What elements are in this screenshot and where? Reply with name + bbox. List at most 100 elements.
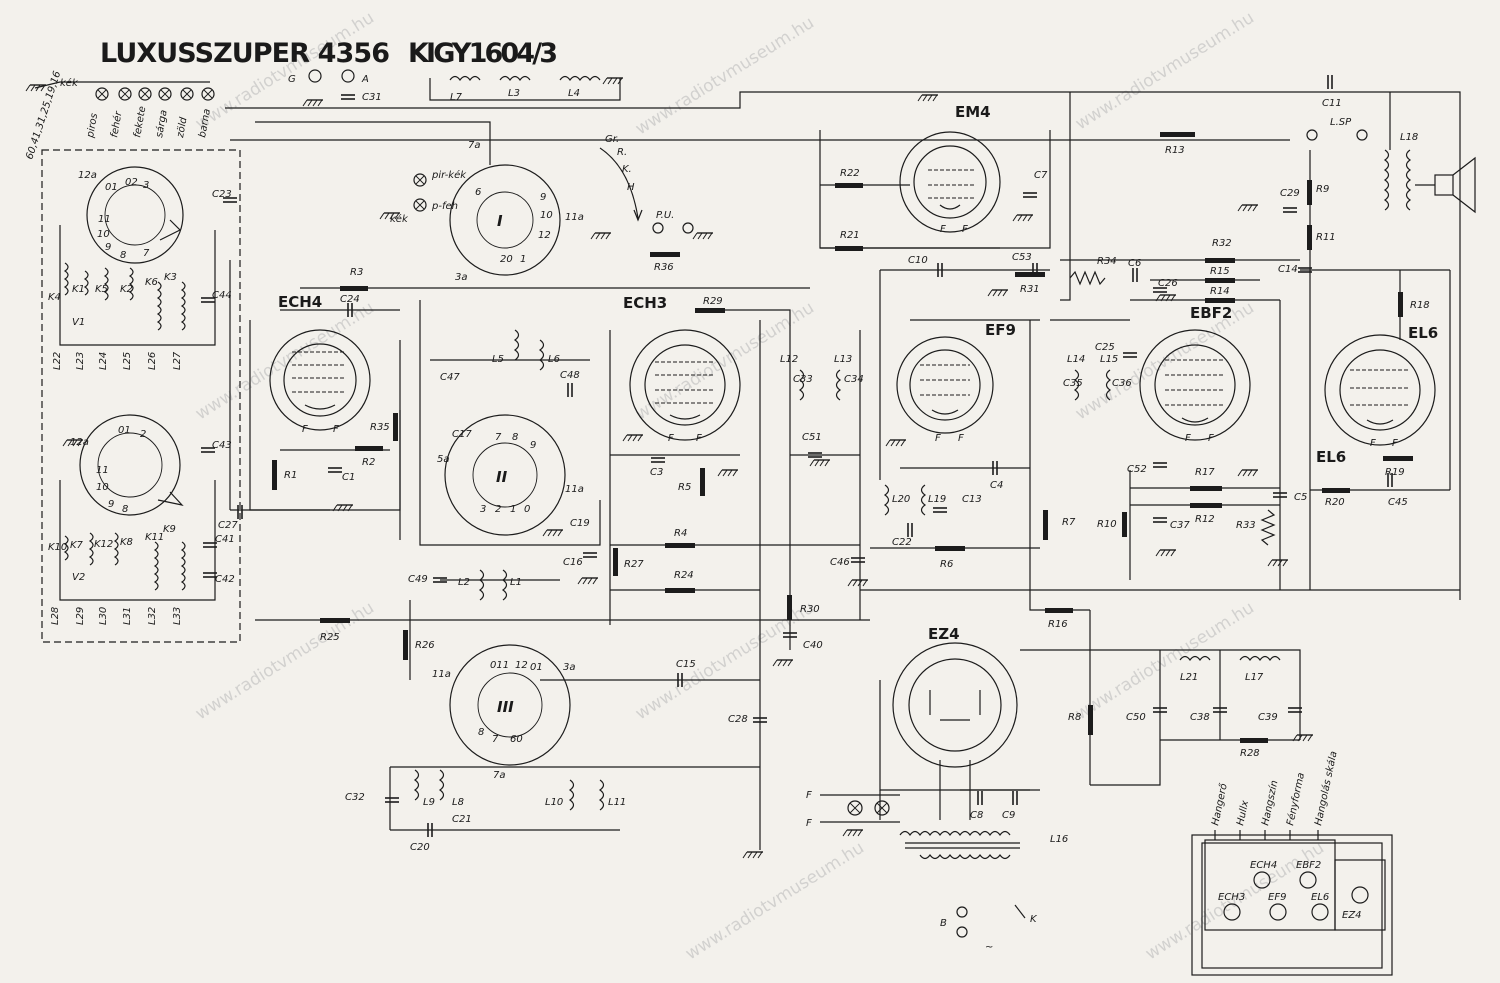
svg-text:F: F [940, 224, 946, 235]
svg-text:01: 01 [118, 425, 131, 436]
svg-text:K: K [1030, 914, 1038, 925]
component-label: C37 [1170, 520, 1190, 531]
component-label: R5 [678, 482, 691, 493]
component-label: L23 [75, 352, 86, 370]
dial-lamps [34, 81, 215, 101]
svg-text:11a: 11a [565, 212, 584, 223]
svg-text:Fényforma: Fényforma [1284, 772, 1307, 827]
component-label: R9 [1316, 184, 1329, 195]
svg-text:EZ4: EZ4 [1342, 910, 1362, 921]
component-label: R1 [284, 470, 297, 481]
component-label: L26 [147, 352, 158, 370]
svg-text:2: 2 [495, 504, 501, 515]
component-label: R21 [840, 230, 860, 241]
component-label: C23 [212, 189, 232, 200]
svg-text:12a: 12a [78, 170, 97, 181]
wiring [59, 78, 1461, 850]
component-label: C13 [962, 494, 982, 505]
svg-text:III: III [497, 698, 514, 716]
component-label: K3 [164, 272, 177, 283]
component-label: L20 [892, 494, 910, 505]
title-code: KIGY1604/3 [408, 38, 558, 69]
svg-text:F: F [1392, 438, 1398, 449]
svg-text:9: 9 [108, 499, 114, 510]
component-label: C51 [802, 432, 822, 443]
svg-text:pir-kék: pir-kék [431, 169, 467, 181]
svg-text:10: 10 [96, 482, 109, 493]
component-label: R12 [1195, 514, 1215, 525]
component-label: L9 [423, 797, 435, 808]
component-label: C53 [1012, 252, 1032, 263]
svg-text:3: 3 [480, 504, 486, 515]
component-label: C9 [1002, 810, 1015, 821]
svg-text:barna: barna [197, 108, 213, 139]
svg-text:60: 60 [510, 734, 523, 745]
component-label: C40 [803, 640, 823, 651]
svg-text:8: 8 [120, 250, 126, 261]
component-label: C29 [1280, 188, 1300, 199]
svg-text:kék: kék [60, 77, 79, 89]
component-label: C47 [440, 372, 460, 383]
component-label: C35 [1063, 378, 1083, 389]
component-label: R10 [1097, 519, 1117, 530]
component-label: R25 [320, 632, 340, 643]
component-label: L6 [548, 354, 560, 365]
component-label: R32 [1212, 238, 1232, 249]
component-label: R3 [350, 267, 363, 278]
component-label: C4 [990, 480, 1003, 491]
svg-text:12a: 12a [70, 437, 89, 448]
svg-text:II: II [496, 468, 508, 486]
component-label: L8 [452, 797, 464, 808]
component-label: C8 [970, 810, 983, 821]
component-label: C28 [728, 714, 748, 725]
component-label: L33 [172, 607, 183, 625]
component-label: R13 [1165, 145, 1185, 156]
svg-text:fehér: fehér [108, 110, 125, 139]
watermark: www.radiotvmuseum.hu [1072, 598, 1258, 724]
component-label: R33 [1236, 520, 1256, 531]
svg-text:Gr.: Gr. [605, 134, 619, 145]
tube-label-em4: EM4 [955, 103, 991, 121]
svg-text:1: 1 [510, 504, 516, 515]
component-label: K8 [120, 537, 133, 548]
component-label: C32 [345, 792, 365, 803]
svg-text:Hullx: Hullx [1235, 799, 1251, 826]
component-label: L29 [75, 607, 86, 625]
svg-text:12: 12 [515, 660, 528, 671]
component-label: K2 [120, 284, 133, 295]
tube-label-ech4: ECH4 [278, 293, 322, 311]
svg-text:Hangerő: Hangerő [1209, 781, 1230, 826]
svg-text:7: 7 [492, 734, 499, 745]
component-label: C21 [452, 814, 472, 825]
svg-text:20: 20 [500, 254, 513, 265]
component-label: L17 [1245, 672, 1264, 683]
svg-text:H: H [627, 182, 635, 193]
svg-text:EBF2: EBF2 [1296, 860, 1321, 871]
component-label: R4 [674, 528, 687, 539]
svg-text:F: F [806, 790, 812, 801]
loudspeaker [1415, 156, 1476, 214]
component-label: C34 [844, 374, 864, 385]
component-label: C31 [362, 92, 382, 103]
tube-ez4: EZ4 [892, 625, 1018, 768]
component-label: L5 [492, 354, 504, 365]
terminals: G A P.U. L.SP F F B K ~ [288, 69, 1368, 953]
component-label: C36 [1112, 378, 1132, 389]
svg-text:A: A [361, 74, 369, 85]
component-label: L12 [780, 354, 798, 365]
component-label: C14 [1278, 264, 1298, 275]
svg-text:3a: 3a [455, 272, 468, 283]
component-label: C16 [563, 557, 583, 568]
component-label: L18 [1400, 132, 1418, 143]
tube-label-ef9: EF9 [985, 321, 1016, 339]
svg-text:piros: piros [85, 112, 100, 139]
svg-text:EL6: EL6 [1311, 892, 1329, 903]
potentiometers [1069, 270, 1276, 546]
